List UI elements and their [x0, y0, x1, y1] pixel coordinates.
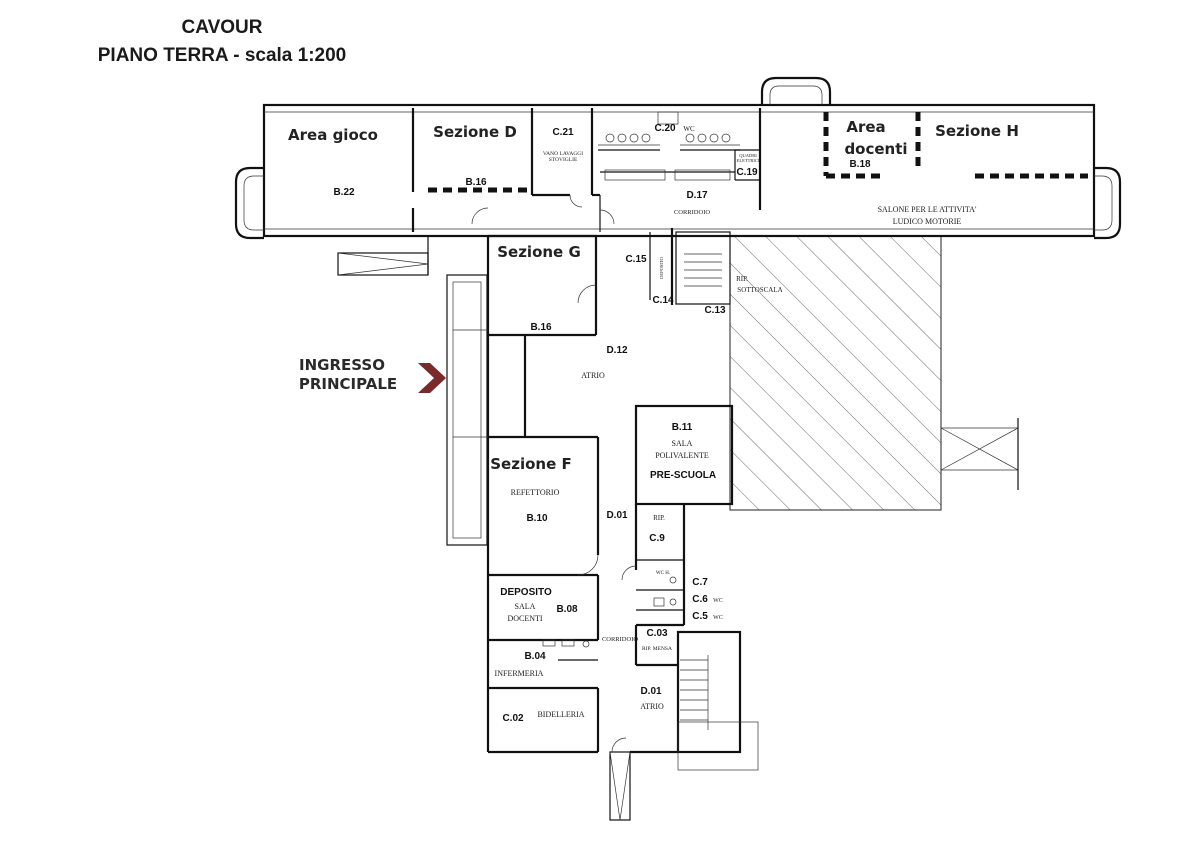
plan-title: CAVOUR	[182, 17, 263, 38]
room-b08: B.08	[556, 604, 578, 615]
room-quadri-2: ELETTRICI	[737, 158, 760, 163]
room-corridoio-low: CORRIDOIO	[602, 636, 638, 643]
room-c21: C.21	[552, 127, 574, 138]
room-b10: B.10	[526, 513, 548, 524]
room-b18: B.18	[849, 159, 871, 170]
room-d01-b: D.01	[640, 686, 662, 697]
room-c03: C.03	[646, 628, 668, 639]
central-block	[471, 194, 759, 771]
room-b16-top: B.16	[465, 177, 487, 188]
room-c6-wc: WC	[713, 598, 723, 604]
room-c9: C.9	[649, 533, 665, 544]
entrance-label-line1: INGRESSO	[299, 356, 385, 374]
room-atrio-low: ATRIO	[640, 702, 664, 711]
room-sala-doc-1: SALA	[515, 602, 536, 611]
entrance-arrow-icon	[418, 363, 446, 393]
room-wc-h: WC H.	[656, 571, 670, 576]
room-atrio-mid: ATRIO	[581, 371, 605, 380]
room-rip-c9: RIP.	[653, 514, 665, 522]
room-b11: B.11	[672, 422, 693, 433]
room-b16-mid: B.16	[530, 322, 552, 333]
room-corridoio-top: CORRIDOIO	[674, 209, 710, 216]
entrance-label-line2: PRINCIPALE	[299, 375, 397, 393]
top-apse	[760, 76, 832, 105]
zone-sezione-d: Sezione D	[433, 123, 517, 141]
room-salone-1: SALONE PER LE ATTIVITA'	[878, 205, 977, 214]
right-apse	[1094, 166, 1122, 240]
room-c20-wc: WC	[683, 125, 695, 133]
zone-sezione-g: Sezione G	[497, 243, 581, 261]
room-c6: C.6	[692, 594, 708, 605]
room-bidelleria: BIDELLERIA	[537, 710, 584, 719]
room-b04: B.04	[524, 651, 546, 662]
exterior-walkway-right	[940, 418, 1019, 490]
zone-area-gioco: Area gioco	[288, 126, 378, 144]
entrance-ramp-bottom	[609, 737, 631, 821]
room-c20: C.20	[654, 123, 676, 134]
room-c21-desc2: STOVIGLIE	[549, 157, 578, 163]
room-c14: C.14	[652, 295, 674, 306]
plan-subtitle: PIANO TERRA - scala 1:200	[98, 45, 347, 66]
room-c19: C.19	[736, 167, 758, 178]
room-deposito: DEPOSITO	[500, 587, 552, 598]
room-d01-a: D.01	[606, 510, 628, 521]
room-d17: D.17	[686, 190, 708, 201]
room-c5: C.5	[692, 611, 708, 622]
zone-sezione-f: Sezione F	[490, 455, 571, 473]
room-quadri-1: QUADRI	[739, 153, 757, 158]
room-d12: D.12	[606, 345, 628, 356]
zone-area-docenti-2: docenti	[844, 140, 907, 158]
room-sala-pol-2: POLIVALENTE	[655, 451, 709, 460]
room-rip-mensa: RIP. MENSA	[642, 646, 672, 652]
room-c21-desc1: VANO LAVAGGI	[543, 151, 583, 157]
zone-area-docenti-1: Area	[846, 118, 885, 136]
left-apse	[234, 166, 264, 240]
zone-sezione-h: Sezione H	[935, 122, 1019, 140]
entrance-arcade	[446, 274, 488, 546]
room-refettorio: REFETTORIO	[511, 488, 560, 497]
entrance-ramp-top-left	[337, 236, 429, 276]
room-c02: C.02	[502, 713, 524, 724]
room-c15-desc: DEPOSITO	[659, 256, 664, 278]
room-infermeria: INFERMERIA	[495, 669, 544, 678]
room-c13: C.13	[704, 305, 726, 316]
room-c15: C.15	[625, 254, 647, 265]
room-rip-sotto-1: RIP.	[736, 275, 748, 283]
room-rip-sotto-2: SOTTOSCALA	[737, 286, 782, 294]
top-wing	[262, 103, 1096, 238]
room-b22: B.22	[333, 187, 355, 198]
room-c7: C.7	[692, 577, 708, 588]
hatched-courtyard	[729, 235, 942, 511]
room-salone-2: LUDICO MOTORIE	[893, 217, 962, 226]
room-sala-doc-2: DOCENTI	[507, 614, 542, 623]
room-c5-wc: WC	[713, 615, 723, 621]
room-prescuola: PRE-SCUOLA	[650, 470, 716, 481]
room-sala-pol-1: SALA	[672, 439, 693, 448]
